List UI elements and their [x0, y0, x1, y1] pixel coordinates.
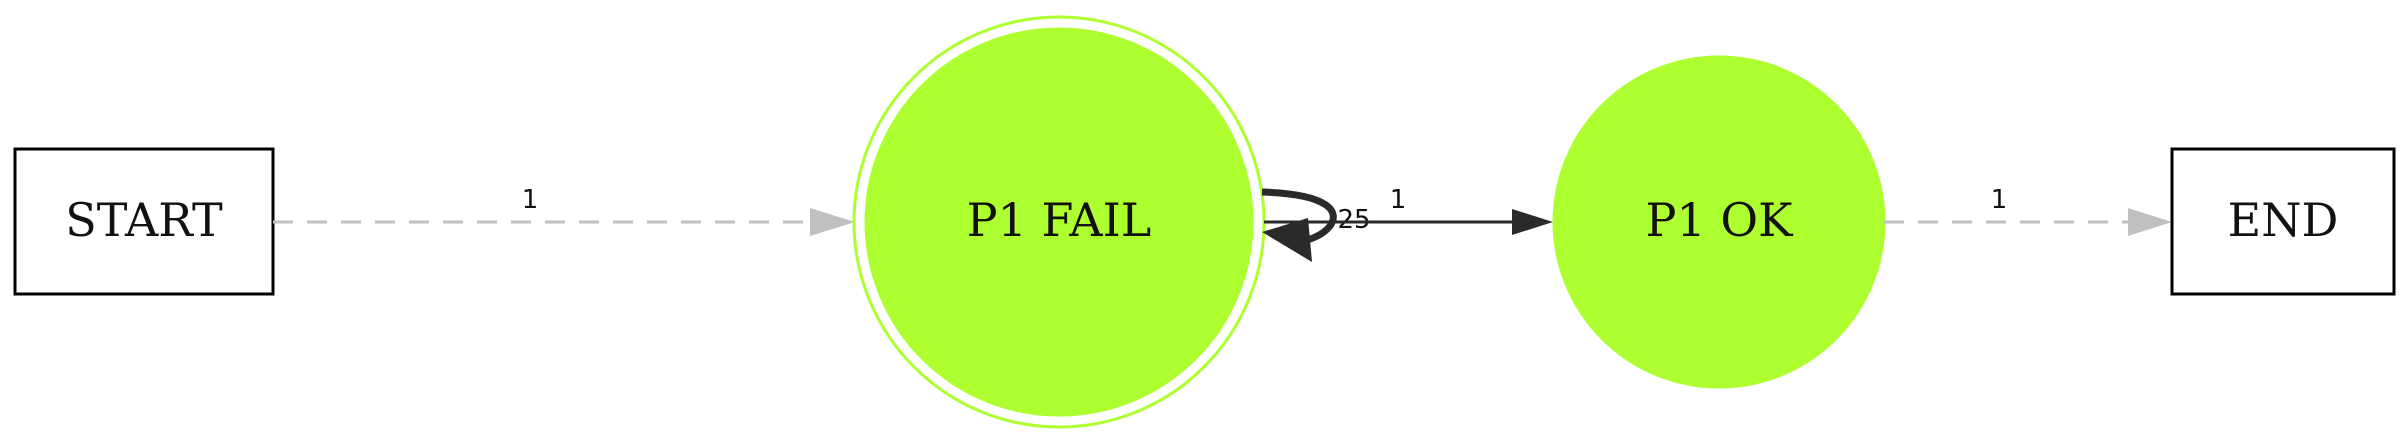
edge-label-self-loop: 25: [1337, 205, 1370, 235]
p1-fail-node[interactable]: P1 FAIL: [852, 15, 1266, 429]
end-node-label: END: [2228, 193, 2339, 247]
edge-label-start-to-fail: 1: [522, 185, 539, 215]
edge-start-to-p1-fail: 1: [273, 185, 855, 236]
edge-label-ok-to-end: 1: [1991, 185, 2008, 215]
edge-p1-fail-self-loop: 25: [1261, 188, 1371, 262]
edge-label-fail-to-ok: 1: [1390, 185, 1407, 215]
arrowhead-icon: [1512, 209, 1553, 235]
p1-ok-node[interactable]: P1 OK: [1552, 55, 1886, 389]
p1-ok-node-label: P1 OK: [1646, 193, 1795, 247]
arrowhead-icon: [810, 208, 855, 236]
start-node[interactable]: START: [13, 147, 275, 296]
edge-p1-fail-to-p1-ok: 1: [1264, 185, 1553, 235]
arrowhead-icon: [1262, 218, 1312, 262]
arrowhead-icon: [2128, 208, 2172, 236]
start-node-label: START: [65, 193, 223, 247]
p1-fail-node-label: P1 FAIL: [967, 193, 1152, 247]
end-node[interactable]: END: [2170, 147, 2396, 296]
edge-p1-ok-to-end: 1: [1884, 185, 2172, 236]
